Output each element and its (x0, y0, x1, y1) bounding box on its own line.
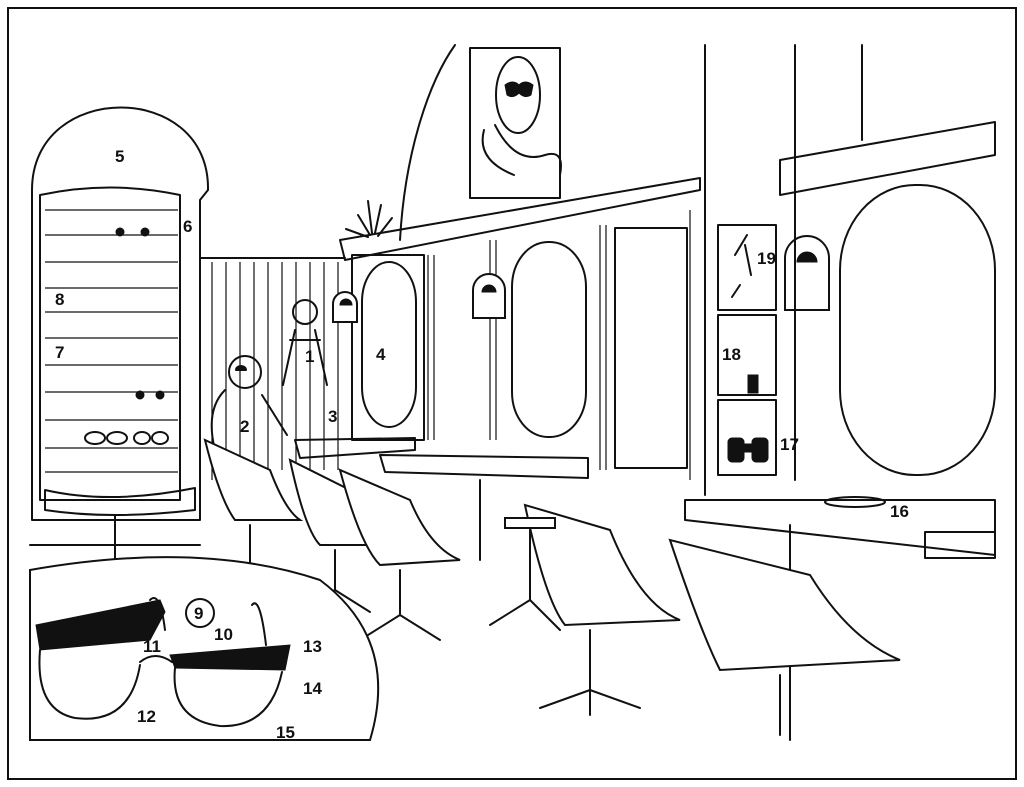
callout-7: 7 (55, 343, 64, 362)
inset-glasses-detail (30, 557, 378, 740)
callout-12: 12 (137, 707, 156, 726)
callout-14: 14 (303, 679, 322, 698)
callout-13: 13 (303, 637, 322, 656)
callout-10: 10 (214, 625, 233, 644)
callout-9: 9 (194, 604, 203, 623)
callout-6: 6 (183, 217, 192, 236)
callout-15: 15 (276, 723, 295, 742)
callout-2: 2 (240, 417, 249, 436)
callout-19: 19 (757, 249, 776, 268)
callout-8: 8 (55, 290, 64, 309)
callout-1: 1 (305, 347, 314, 366)
callout-18: 18 (722, 345, 741, 364)
callout-3: 3 (328, 407, 337, 426)
callout-4: 4 (376, 345, 386, 364)
callout-17: 17 (780, 435, 799, 454)
callout-5: 5 (115, 147, 124, 166)
callout-11: 11 (143, 637, 161, 656)
callout-16: 16 (890, 502, 909, 521)
